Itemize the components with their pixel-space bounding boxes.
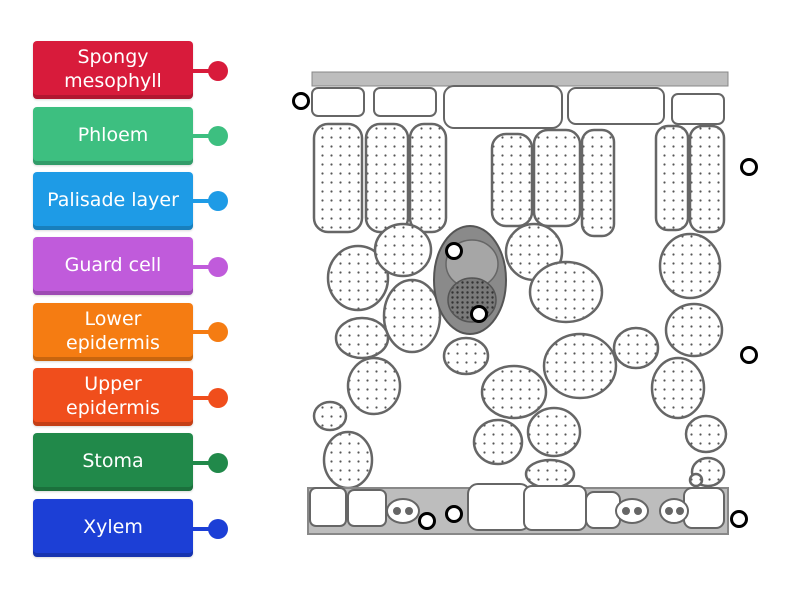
label-card-palisade-layer[interactable]: Palisade layer (33, 172, 193, 230)
label-text: Upper epidermis (66, 372, 160, 419)
label-card-upper-epidermis[interactable]: Upper epidermis (33, 368, 193, 426)
drop-target[interactable] (730, 510, 748, 528)
label-card-lower-epidermis[interactable]: Lower epidermis (33, 303, 193, 361)
connector-dot (208, 388, 228, 408)
drop-target[interactable] (740, 346, 758, 364)
leaf-cross-section-diagram (300, 70, 740, 540)
label-card-spongy-mesophyll[interactable]: Spongy mesophyll (33, 41, 193, 99)
connector (193, 69, 217, 73)
connector-dot (208, 126, 228, 146)
drop-target[interactable] (445, 505, 463, 523)
label-text: Xylem (83, 515, 143, 538)
connector (193, 330, 217, 334)
drop-target[interactable] (445, 242, 463, 260)
label-card-guard-cell[interactable]: Guard cell (33, 237, 193, 295)
connector-dot (208, 257, 228, 277)
drop-target[interactable] (470, 305, 488, 323)
drop-target[interactable] (292, 92, 310, 110)
drop-target[interactable] (418, 512, 436, 530)
connector-dot (208, 322, 228, 342)
label-card-phloem[interactable]: Phloem (33, 107, 193, 165)
label-text: Palisade layer (47, 188, 179, 211)
label-text: Guard cell (64, 253, 162, 276)
connector-dot (208, 453, 228, 473)
label-text: Lower epidermis (66, 307, 160, 354)
upper-epidermis (311, 71, 729, 129)
palisade-layer (312, 122, 726, 238)
label-text: Spongy mesophyll (64, 45, 162, 92)
connector (193, 265, 217, 269)
label-text: Stoma (82, 449, 144, 472)
connector (193, 396, 217, 400)
label-text: Phloem (77, 123, 149, 146)
connector-dot (208, 191, 228, 211)
stoma (386, 498, 689, 524)
connector (193, 134, 217, 138)
label-card-xylem[interactable]: Xylem (33, 499, 193, 557)
connector (193, 461, 217, 465)
connector (193, 527, 217, 531)
drop-target[interactable] (740, 158, 758, 176)
connector-dot (208, 519, 228, 539)
label-card-stoma[interactable]: Stoma (33, 433, 193, 491)
connector (193, 199, 217, 203)
spongy-mesophyll (312, 222, 728, 490)
connector-dot (208, 61, 228, 81)
lower-epidermis (307, 483, 729, 535)
